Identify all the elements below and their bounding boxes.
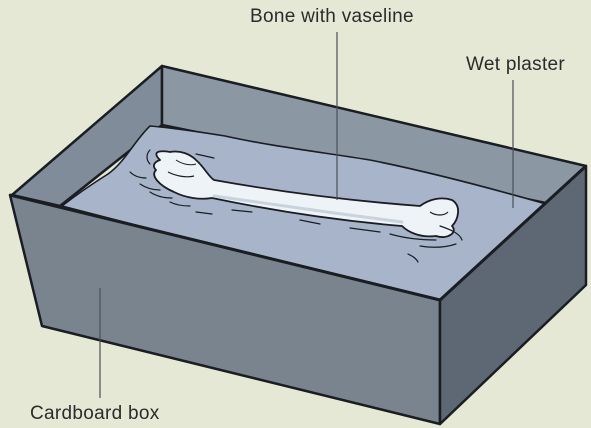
bone-label: Bone with vaseline (250, 6, 414, 28)
plaster-label: Wet plaster (466, 54, 565, 76)
box-label: Cardboard box (30, 403, 160, 425)
